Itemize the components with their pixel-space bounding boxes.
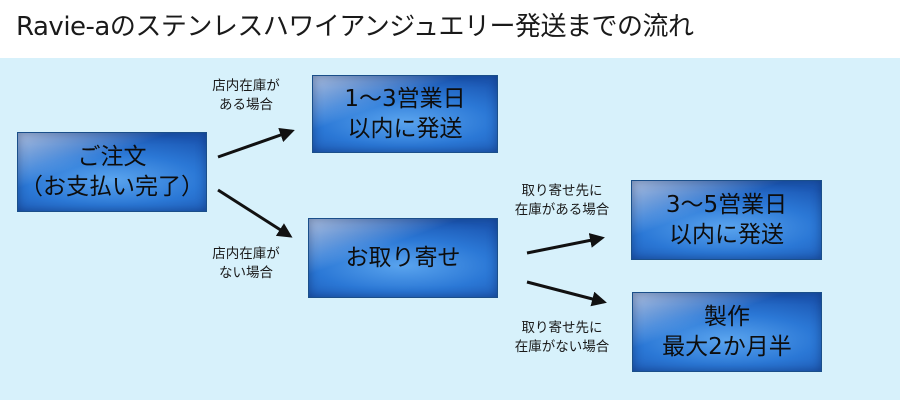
label-supplier-nostock-line1: 取り寄せ先に (521, 320, 603, 336)
arrow-backorder-to-ship35 (526, 232, 605, 255)
label-supplier-instock-line2: 在庫がある場合 (514, 202, 610, 218)
title-bar: Ravie-aのステンレスハワイアンジュエリー発送までの流れ (0, 0, 900, 58)
label-nostock: 店内在庫が ない場合 (196, 245, 296, 283)
label-nostock-line1: 店内在庫が (212, 246, 280, 262)
ship-3-5-days-box: 3〜5営業日 以内に発送 (631, 180, 822, 260)
label-instock-line1: 店内在庫が (212, 78, 280, 94)
ship-3-5-days-line1: 3〜5営業日 (665, 192, 788, 218)
label-instock-line2: ある場合 (219, 97, 273, 113)
production-line1: 製作 (704, 304, 750, 330)
label-supplier-instock: 取り寄せ先に 在庫がある場合 (494, 182, 630, 220)
label-supplier-nostock: 取り寄せ先に 在庫がない場合 (494, 319, 630, 357)
backorder-box-label: お取り寄せ (345, 245, 461, 271)
arrow-order-to-backorder (217, 188, 293, 238)
label-instock: 店内在庫が ある場合 (196, 77, 296, 115)
order-box-line1: ご注文 (77, 144, 147, 170)
arrow-backorder-to-production (526, 280, 607, 307)
label-supplier-nostock-line2: 在庫がない場合 (514, 339, 610, 355)
backorder-box: お取り寄せ (308, 218, 498, 298)
order-box: ご注文 （お支払い完了） (17, 132, 207, 212)
ship-1-3-days-line2: 以内に発送 (347, 116, 463, 142)
production-line2: 最大2か月半 (662, 334, 792, 360)
production-box: 製作 最大2か月半 (632, 292, 822, 372)
ship-1-3-days-box: 1〜3営業日 以内に発送 (312, 75, 498, 153)
ship-1-3-days-line1: 1〜3営業日 (344, 86, 466, 112)
page-title: Ravie-aのステンレスハワイアンジュエリー発送までの流れ (16, 12, 694, 42)
label-supplier-instock-line1: 取り寄せ先に (521, 183, 603, 199)
ship-3-5-days-line2: 以内に発送 (669, 222, 784, 248)
label-nostock-line2: ない場合 (219, 265, 273, 281)
order-box-line2: （お支払い完了） (20, 174, 204, 200)
arrow-order-to-ship13 (217, 127, 295, 159)
